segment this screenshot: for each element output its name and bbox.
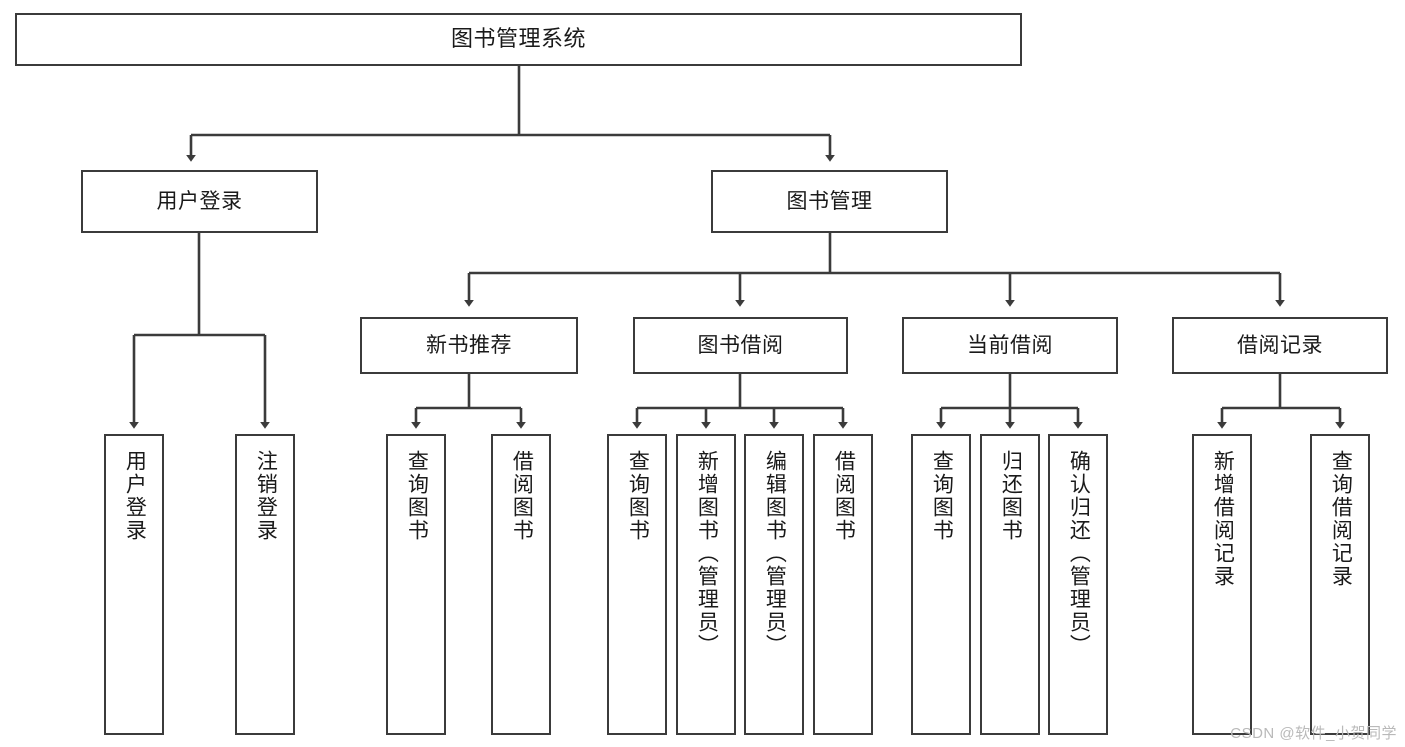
node-leaf-query-book-1[interactable]: 查询图书 xyxy=(386,434,446,735)
node-leaf-return-book-label: 归还图书 xyxy=(999,450,1023,542)
watermark: CSDN @软件_小贺同学 xyxy=(1230,725,1397,742)
node-new-book-rec-label: 新书推荐 xyxy=(426,333,512,357)
node-borrow-record[interactable]: 借阅记录 xyxy=(1172,317,1388,374)
node-leaf-return-book[interactable]: 归还图书 xyxy=(980,434,1040,735)
node-root[interactable]: 图书管理系统 xyxy=(15,13,1022,66)
node-leaf-add-book-label: 新增图书（管理员） xyxy=(695,450,719,657)
node-leaf-logout-label: 注销登录 xyxy=(254,450,278,542)
node-leaf-query-book-1-label: 查询图书 xyxy=(405,450,429,542)
node-leaf-query-record-label: 查询借阅记录 xyxy=(1329,450,1353,588)
node-current-borrow[interactable]: 当前借阅 xyxy=(902,317,1118,374)
node-current-borrow-label: 当前借阅 xyxy=(967,333,1053,357)
node-leaf-logout[interactable]: 注销登录 xyxy=(235,434,295,735)
node-borrow-record-label: 借阅记录 xyxy=(1237,333,1323,357)
node-leaf-confirm-return-label: 确认归还（管理员） xyxy=(1067,450,1091,657)
node-leaf-borrow-book-2[interactable]: 借阅图书 xyxy=(813,434,873,735)
node-leaf-query-book-3[interactable]: 查询图书 xyxy=(911,434,971,735)
node-user-login-label: 用户登录 xyxy=(156,189,243,213)
node-leaf-add-record[interactable]: 新增借阅记录 xyxy=(1192,434,1252,735)
node-leaf-query-book-2[interactable]: 查询图书 xyxy=(607,434,667,735)
node-leaf-user-login-label: 用户登录 xyxy=(123,450,147,542)
node-leaf-confirm-return[interactable]: 确认归还（管理员） xyxy=(1048,434,1108,735)
node-leaf-add-record-label: 新增借阅记录 xyxy=(1211,450,1235,588)
node-leaf-borrow-book-2-label: 借阅图书 xyxy=(832,450,856,542)
node-book-manage[interactable]: 图书管理 xyxy=(711,170,948,233)
node-leaf-edit-book-label: 编辑图书（管理员） xyxy=(763,450,787,657)
node-leaf-borrow-book-1-label: 借阅图书 xyxy=(510,450,534,542)
node-leaf-edit-book[interactable]: 编辑图书（管理员） xyxy=(744,434,804,735)
node-leaf-user-login[interactable]: 用户登录 xyxy=(104,434,164,735)
node-leaf-query-record[interactable]: 查询借阅记录 xyxy=(1310,434,1370,735)
node-book-borrow[interactable]: 图书借阅 xyxy=(633,317,848,374)
node-leaf-add-book[interactable]: 新增图书（管理员） xyxy=(676,434,736,735)
node-book-borrow-label: 图书借阅 xyxy=(697,333,784,357)
node-book-manage-label: 图书管理 xyxy=(786,189,873,213)
node-leaf-borrow-book-1[interactable]: 借阅图书 xyxy=(491,434,551,735)
node-root-label: 图书管理系统 xyxy=(450,26,586,52)
node-new-book-rec[interactable]: 新书推荐 xyxy=(360,317,578,374)
node-leaf-query-book-3-label: 查询图书 xyxy=(930,450,954,542)
node-leaf-query-book-2-label: 查询图书 xyxy=(626,450,650,542)
node-user-login[interactable]: 用户登录 xyxy=(81,170,318,233)
